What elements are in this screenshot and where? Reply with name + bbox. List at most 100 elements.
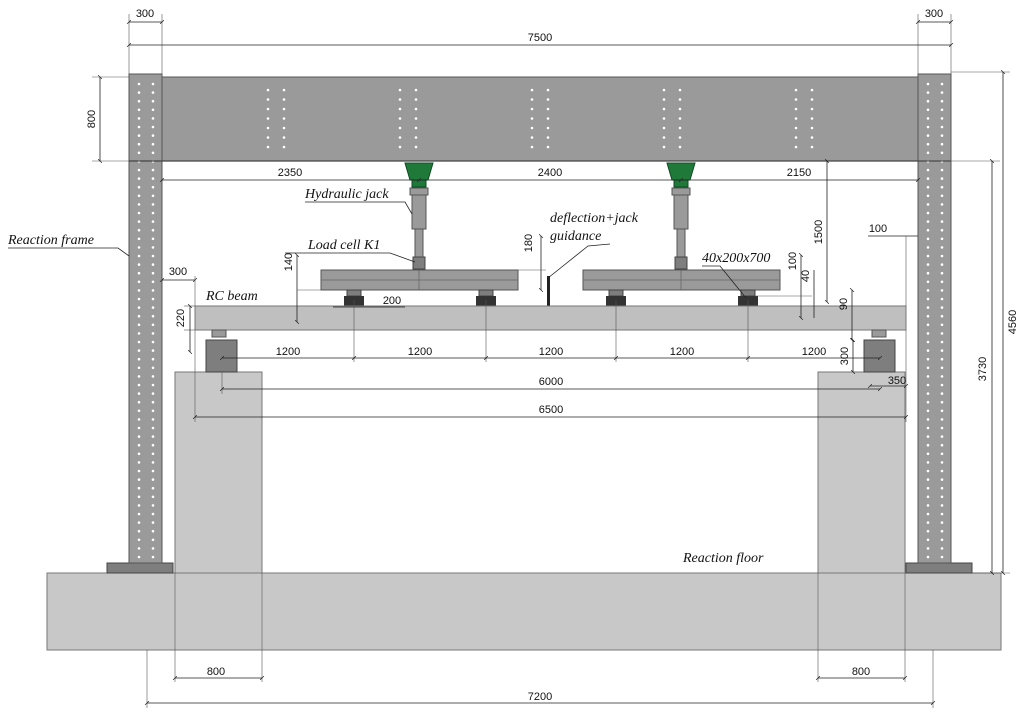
column-bolt-pattern xyxy=(137,82,944,559)
bolt xyxy=(151,340,155,344)
bolt xyxy=(926,297,930,301)
bolt xyxy=(926,263,930,266)
dim-plate-100: 100 xyxy=(787,252,799,270)
pier-left xyxy=(174,371,263,574)
bolt xyxy=(151,375,155,378)
bolt xyxy=(794,88,798,92)
bolt xyxy=(678,98,682,101)
dim-height-total: 4560 xyxy=(1007,310,1019,334)
bolt xyxy=(926,323,930,327)
bolt xyxy=(151,108,155,112)
bolt xyxy=(926,375,930,378)
bolt xyxy=(940,168,944,172)
bolt xyxy=(810,88,814,92)
bolt xyxy=(137,168,141,172)
bolt xyxy=(940,228,944,232)
label-deflection-1: deflection+jack xyxy=(550,211,639,226)
bolt xyxy=(940,125,944,129)
bolt xyxy=(137,194,141,198)
dim-base-length: 7200 xyxy=(528,691,552,703)
bolt xyxy=(137,478,141,481)
bolt xyxy=(151,349,155,352)
bolt xyxy=(266,136,270,139)
bolt xyxy=(137,263,141,266)
dim-height-col: 3730 xyxy=(977,357,989,381)
pier-right xyxy=(817,371,906,574)
bolt xyxy=(926,495,930,499)
bolt xyxy=(940,349,944,352)
bolt xyxy=(151,82,155,86)
bolt xyxy=(151,220,155,223)
bolt xyxy=(137,452,141,456)
bolt xyxy=(940,151,944,155)
bolt xyxy=(940,117,944,120)
label-rc-beam: RC beam xyxy=(205,289,258,304)
bolt xyxy=(926,203,930,206)
bolt xyxy=(137,237,141,241)
bolt xyxy=(151,409,155,413)
bolt xyxy=(151,142,155,146)
bolt xyxy=(137,254,141,258)
bolt xyxy=(151,263,155,266)
dim-beam-length: 6500 xyxy=(539,404,563,416)
column-base-left xyxy=(106,562,174,574)
bolt xyxy=(940,375,944,378)
bolt xyxy=(926,289,930,292)
bolt xyxy=(926,108,930,112)
bolt xyxy=(926,142,930,146)
bolt xyxy=(398,126,402,130)
bolt xyxy=(137,246,141,249)
bolt xyxy=(940,108,944,112)
bolt xyxy=(926,538,930,542)
bolt xyxy=(678,136,682,139)
bolt xyxy=(137,99,141,103)
bolt xyxy=(137,340,141,344)
bolt xyxy=(137,211,141,215)
bolt xyxy=(940,185,944,189)
bolt xyxy=(137,555,141,559)
bolt xyxy=(151,478,155,481)
dim-span-5: 1200 xyxy=(802,346,826,358)
bolt xyxy=(282,117,286,120)
bolt xyxy=(137,185,141,189)
bolt xyxy=(940,486,944,490)
bolt xyxy=(530,107,534,111)
bolt xyxy=(926,512,930,516)
dim-frame-span: 7500 xyxy=(528,32,552,44)
bolt xyxy=(151,521,155,524)
bolt xyxy=(151,254,155,258)
bolt xyxy=(940,538,944,542)
bolt xyxy=(926,349,930,352)
bolt xyxy=(266,98,270,101)
bolt xyxy=(926,332,930,335)
dim-jack-clear: 1500 xyxy=(813,220,825,244)
bolt xyxy=(151,392,155,395)
bolt xyxy=(940,366,944,370)
bolt xyxy=(266,88,270,92)
bolt xyxy=(266,117,270,120)
dim-pier-left: 800 xyxy=(207,666,225,678)
label-plate: 40x200x700 xyxy=(702,251,770,266)
bolt xyxy=(137,469,141,473)
bolt xyxy=(794,107,798,111)
bolt xyxy=(662,145,666,149)
dim-spreader-140: 140 xyxy=(283,253,295,271)
bolt xyxy=(137,443,141,447)
bolt xyxy=(151,332,155,335)
bolt xyxy=(926,82,930,86)
bolt xyxy=(940,443,944,447)
bolt xyxy=(810,117,814,120)
bolt xyxy=(151,314,155,318)
dim-col-right-width: 300 xyxy=(925,8,943,20)
bolt xyxy=(151,323,155,327)
bolt xyxy=(137,323,141,327)
bolt xyxy=(940,263,944,266)
bolt xyxy=(137,486,141,490)
bolt xyxy=(940,547,944,550)
bolt xyxy=(926,194,930,198)
bolt xyxy=(282,136,286,139)
bolt xyxy=(940,555,944,559)
bolt xyxy=(940,306,944,309)
bolt xyxy=(137,435,141,438)
label-reaction-frame: Reaction frame xyxy=(7,233,94,248)
